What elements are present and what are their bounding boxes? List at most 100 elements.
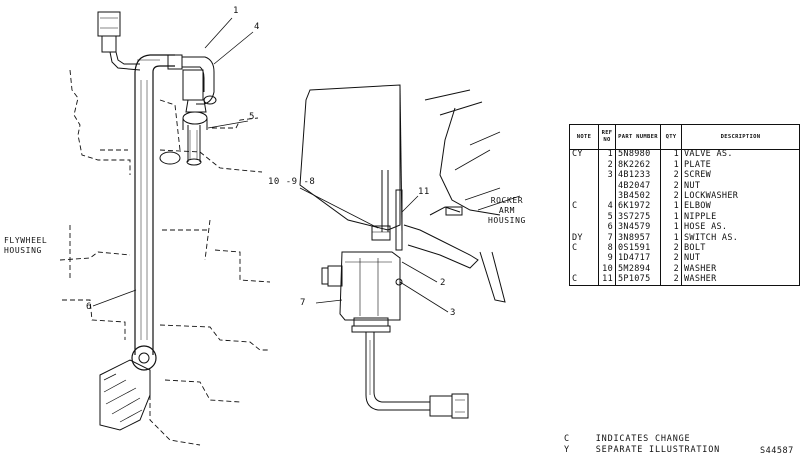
flywheel-housing-base — [99, 359, 151, 431]
cell-part: 3B4502 — [615, 191, 661, 202]
cell-ref: 1 — [598, 149, 616, 161]
cell-ref: 8 — [598, 243, 616, 254]
cell-desc: ELBOW — [681, 201, 800, 213]
header-part: PART NUMBER — [615, 124, 661, 150]
callout-11: 11 — [418, 187, 430, 197]
cell-qty: 2 — [660, 264, 682, 275]
cell-note — [569, 170, 599, 182]
cell-note — [569, 222, 599, 234]
flywheel-housing-outline — [59, 69, 271, 446]
callout-7: 7 — [300, 298, 306, 308]
valve-elbow-group — [167, 54, 217, 166]
cell-note — [569, 191, 599, 202]
cell-part: 5N8980 — [615, 149, 661, 161]
cell-desc: HOSE AS. — [681, 222, 800, 234]
legend-change: C INDICATES CHANGE — [564, 434, 690, 444]
leader-lines-left — [92, 17, 254, 307]
right-connector — [365, 332, 469, 419]
cell-ref: 6 — [598, 222, 616, 234]
cell-ref: 10 — [598, 264, 616, 275]
cell-desc: BOLT — [681, 243, 800, 254]
cell-part: 4B1233 — [615, 170, 661, 182]
flywheel-label-line2: HOUSING — [4, 246, 42, 255]
legend-c-text: INDICATES CHANGE — [595, 434, 691, 444]
cell-note: CY — [569, 149, 599, 161]
cell-qty: 1 — [660, 212, 682, 223]
left-connector — [97, 11, 141, 71]
cell-desc: NIPPLE — [681, 212, 800, 223]
cell-qty: 1 — [660, 160, 682, 171]
cell-part: 3N8957 — [615, 233, 661, 244]
cell-note: C — [569, 274, 599, 287]
cell-qty: 2 — [660, 181, 682, 192]
cell-qty: 2 — [660, 170, 682, 182]
cell-qty: 2 — [660, 274, 682, 287]
cell-note — [569, 160, 599, 171]
cell-part: 3S7275 — [615, 212, 661, 223]
cell-desc: WASHER — [681, 264, 800, 275]
cell-desc: WASHER — [681, 274, 800, 287]
legend-y-text: SEPARATE ILLUSTRATION — [595, 445, 721, 455]
switch-assembly — [321, 251, 401, 333]
flywheel-boss — [159, 151, 181, 165]
legend-separate: Y SEPARATE ILLUSTRATION — [564, 445, 720, 455]
cell-part: 8K2262 — [615, 160, 661, 171]
cell-qty: 2 — [660, 253, 682, 265]
cell-ref: 11 — [598, 274, 616, 287]
cell-ref: 3 — [598, 170, 616, 182]
cell-part: 5P1075 — [615, 274, 661, 287]
cell-ref: 4 — [598, 201, 616, 213]
cell-qty: 1 — [660, 233, 682, 244]
flywheel-label-line1: FLYWHEEL — [4, 236, 48, 245]
cell-part: 6K1972 — [615, 201, 661, 213]
cell-desc: NUT — [681, 181, 800, 192]
callout-4: 4 — [254, 22, 260, 32]
cell-qty: 1 — [660, 222, 682, 234]
legend-y-key: Y — [564, 445, 570, 455]
mounting-hardware — [371, 170, 403, 286]
leader-lines-right — [299, 187, 449, 313]
cell-note — [569, 264, 599, 275]
callout-5: 5 — [249, 112, 255, 122]
rocker-label-line3: HOUSING — [488, 216, 526, 225]
cell-note — [569, 181, 599, 192]
cell-ref — [598, 181, 616, 192]
header-note: NOTE — [569, 124, 599, 150]
cell-ref: 2 — [598, 160, 616, 171]
legend-c-key: C — [564, 434, 570, 444]
header-desc: DESCRIPTION — [681, 124, 800, 150]
cell-ref: 9 — [598, 253, 616, 265]
rocker-label-line1: ROCKER — [490, 196, 524, 205]
parts-table: NOTE REF NO PART NUMBER QTY DESCRIPTION … — [569, 124, 800, 287]
callout-10-9-8: 10 -9 -8 — [268, 177, 316, 187]
parts-table-header: NOTE REF NO PART NUMBER QTY DESCRIPTION — [569, 124, 800, 150]
cell-qty: 1 — [660, 149, 682, 161]
flywheel-housing-label: FLYWHEEL HOUSING — [4, 236, 47, 256]
rocker-arm-housing — [299, 84, 521, 303]
cell-part: 3N4579 — [615, 222, 661, 234]
cell-desc: PLATE — [681, 160, 800, 171]
cell-part: 1D4717 — [615, 253, 661, 265]
cell-part: 5M2894 — [615, 264, 661, 275]
cell-ref — [598, 191, 616, 202]
header-ref: REF NO — [598, 124, 616, 150]
cell-qty: 2 — [660, 191, 682, 202]
callout-2: 2 — [440, 278, 446, 288]
cell-note — [569, 212, 599, 223]
cell-desc: SWITCH AS. — [681, 233, 800, 244]
cell-note: C — [569, 243, 599, 254]
callout-1: 1 — [233, 6, 239, 16]
